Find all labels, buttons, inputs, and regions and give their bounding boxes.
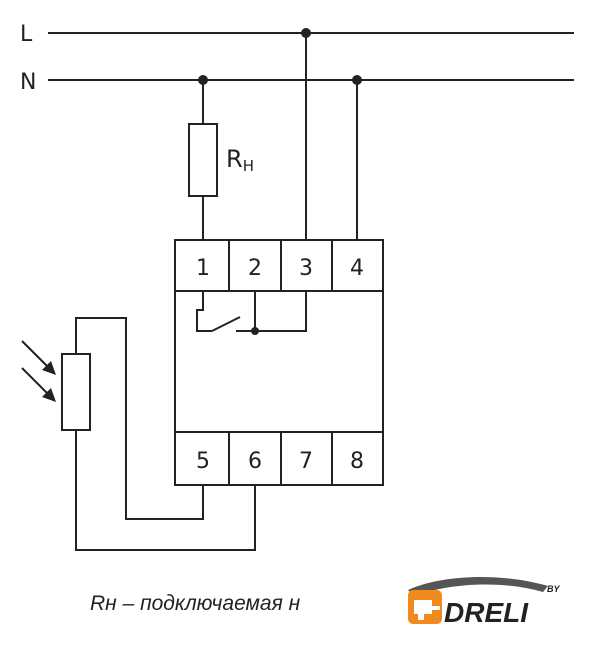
logo-suffix: BY — [547, 584, 560, 594]
light-arrow-1 — [21, 340, 51, 370]
load-label-main: R — [226, 145, 243, 173]
line-l-label: L — [20, 22, 33, 47]
caption-text: Rн – подключаемая н — [90, 592, 301, 615]
terminal-5-label: 5 — [196, 449, 210, 474]
light-arrow-1-head — [42, 361, 56, 375]
terminal-8-label: 8 — [350, 449, 364, 474]
supply-wires — [202, 33, 358, 240]
relay-body — [174, 239, 384, 486]
load-resistor — [188, 123, 218, 197]
load-label-sub: H — [243, 157, 254, 175]
light-arrows-icon — [21, 340, 56, 402]
terminal-3-label: 3 — [299, 256, 313, 281]
bus-lines — [48, 32, 574, 81]
line-n-label: N — [20, 70, 36, 95]
logo-drill-icon — [414, 600, 440, 620]
photoresistor — [61, 317, 256, 551]
terminal-6-label: 6 — [248, 449, 262, 474]
relay-contact — [196, 291, 307, 332]
junction-dots — [198, 28, 362, 85]
terminal-7-label: 7 — [299, 449, 313, 474]
logo-drill-swoosh — [408, 576, 548, 596]
sensor-wire-to-terminal5 — [75, 317, 204, 520]
contact-junction-dot — [251, 327, 259, 335]
contact-terminal1-lead — [196, 291, 212, 332]
relay-module — [174, 239, 384, 486]
terminal-2-label: 2 — [248, 256, 262, 281]
light-arrow-2-head — [42, 388, 56, 402]
sensor-wire-to-terminal6 — [75, 430, 256, 551]
terminal-1-label: 1 — [196, 256, 210, 281]
dreli-logo: DRELI BY — [408, 576, 560, 628]
logo-wordmark: DRELI — [444, 597, 529, 628]
photoresistor-body — [61, 353, 91, 431]
light-arrow-2 — [21, 367, 51, 397]
terminal-4-label: 4 — [350, 256, 364, 281]
contact-switch-blade — [211, 316, 241, 332]
load-label: RH — [226, 145, 254, 175]
contact-terminal3-lead — [236, 291, 307, 332]
